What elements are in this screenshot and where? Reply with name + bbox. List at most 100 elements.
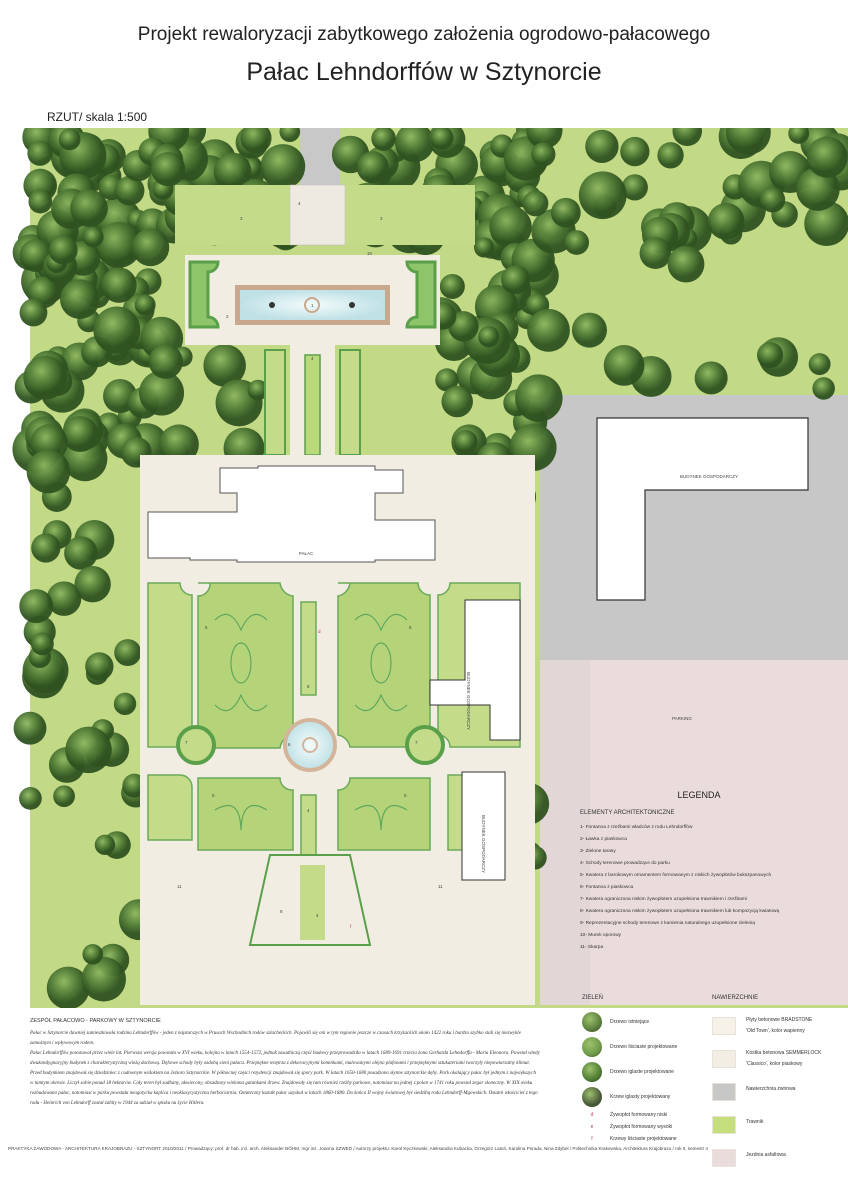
tree	[134, 294, 156, 316]
tree	[23, 355, 68, 400]
tree	[501, 265, 531, 295]
plan-number: 4	[307, 808, 310, 813]
tree	[53, 785, 75, 808]
tree-icon	[582, 1036, 602, 1057]
surface-item: Nawierzchnia żwirowa	[712, 1075, 848, 1108]
tree	[81, 956, 127, 1002]
tree	[64, 536, 98, 570]
plan-number: 2	[226, 314, 229, 319]
tree	[531, 142, 556, 167]
tree	[474, 237, 495, 258]
surface-swatch	[712, 1082, 736, 1101]
parking-area	[590, 660, 848, 1005]
tree	[489, 205, 532, 249]
plan-mark: d	[318, 629, 321, 634]
surface-label: Nawierzchnia żwirowa	[746, 1086, 796, 1092]
tree	[93, 306, 141, 354]
legend: LEGENDA ELEMENTY ARCHITEKTONICZNE 1- Fon…	[580, 790, 848, 954]
tree	[522, 190, 549, 217]
mark-symbol: e	[590, 1124, 594, 1130]
tree	[430, 128, 454, 150]
legend-item: 11- Skarpa	[580, 945, 604, 950]
tree	[657, 142, 684, 169]
tree	[151, 151, 186, 187]
legend-section-title: ELEMENTY ARCHITEKTONICZNE	[580, 810, 675, 816]
tree	[527, 308, 570, 352]
tree	[759, 187, 786, 213]
tree	[27, 140, 53, 166]
tree	[26, 449, 71, 494]
tree	[571, 312, 607, 348]
surface-item: Jezdnia asfaltowa	[712, 1141, 848, 1174]
tree	[65, 726, 112, 774]
greenery-label: Drzewo istniejące	[610, 1018, 650, 1025]
tree	[31, 533, 61, 563]
plan-number: 5	[409, 625, 412, 630]
surfaces-title: NAWIERZCHNIE	[712, 995, 759, 1001]
legend-item: 3- Zielone tarasy	[580, 849, 616, 854]
legend-title: LEGENDA	[677, 790, 721, 800]
tree	[82, 943, 103, 965]
tree	[19, 786, 42, 810]
poster-title: Pałac Lehndorffów w Sztynorcie	[246, 58, 602, 86]
tree	[58, 128, 81, 151]
scale-label: RZUT/ skala 1:500	[47, 110, 148, 124]
tree	[19, 589, 54, 624]
tree	[46, 581, 82, 616]
tree	[203, 344, 246, 387]
tree	[60, 279, 100, 320]
tree	[260, 144, 306, 189]
plan-number: 8	[307, 684, 310, 689]
plan-number: 10	[367, 251, 373, 256]
surface-swatch	[712, 1049, 736, 1068]
tree	[578, 171, 627, 220]
tree	[62, 416, 99, 452]
footer-credits: PRAKTYKA ZAWODOWA - ARCHITEKTURA KRAJOBR…	[8, 1146, 708, 1151]
plan-number: 5	[404, 793, 407, 798]
tree	[240, 128, 272, 154]
plan-number: 11	[177, 884, 182, 889]
tree	[478, 326, 500, 348]
surface-sublabel: 'Old Town', kolor wapienny	[746, 1028, 805, 1034]
tree	[101, 267, 137, 303]
tree	[213, 152, 252, 191]
plan-number: 7	[415, 740, 418, 745]
surface-swatch	[712, 1115, 736, 1134]
tree	[94, 834, 116, 856]
tree-icon	[582, 1086, 602, 1107]
greenery-item: Krzew iglasty projektowany	[582, 1084, 712, 1109]
palace-label: PAŁAC	[299, 551, 314, 556]
tree	[114, 175, 145, 206]
tree	[48, 235, 78, 265]
tree	[550, 197, 581, 228]
greenery-item: Drzewo liściaste projektowane	[582, 1034, 712, 1059]
parking-label: PARKING	[672, 716, 692, 721]
legend-item: 4- Schody terenowe prowadzące do parku	[580, 861, 670, 866]
tree	[85, 652, 114, 681]
plan-number: 5	[212, 793, 215, 798]
tree	[639, 237, 672, 269]
plan-number: 5	[205, 625, 208, 630]
plan-mark: f	[350, 924, 352, 929]
poster-subtitle: Projekt rewaloryzacji zabytkowego założe…	[137, 24, 711, 45]
greenery-label: Drzewo iglaste projektowane	[610, 1068, 674, 1075]
plan-number: 7	[185, 740, 188, 745]
tree	[788, 128, 810, 144]
description-paragraph: Pałac Lehndorffów powstawał przez wiele …	[30, 1051, 540, 1106]
tree	[726, 128, 771, 155]
farm-building-3	[461, 771, 506, 881]
tree	[439, 273, 465, 299]
tree	[564, 230, 590, 255]
tree	[453, 430, 478, 455]
road	[540, 660, 590, 1005]
tree	[279, 128, 301, 143]
tree	[247, 379, 269, 401]
description-paragraph: Pałac w Sztynorcie dawniej zamieszkiwała…	[30, 1031, 521, 1046]
tree	[585, 129, 619, 164]
surface-item: Trawnik	[712, 1108, 848, 1141]
plan-number: 1	[311, 303, 314, 308]
tree	[139, 370, 185, 416]
tree	[19, 298, 48, 327]
